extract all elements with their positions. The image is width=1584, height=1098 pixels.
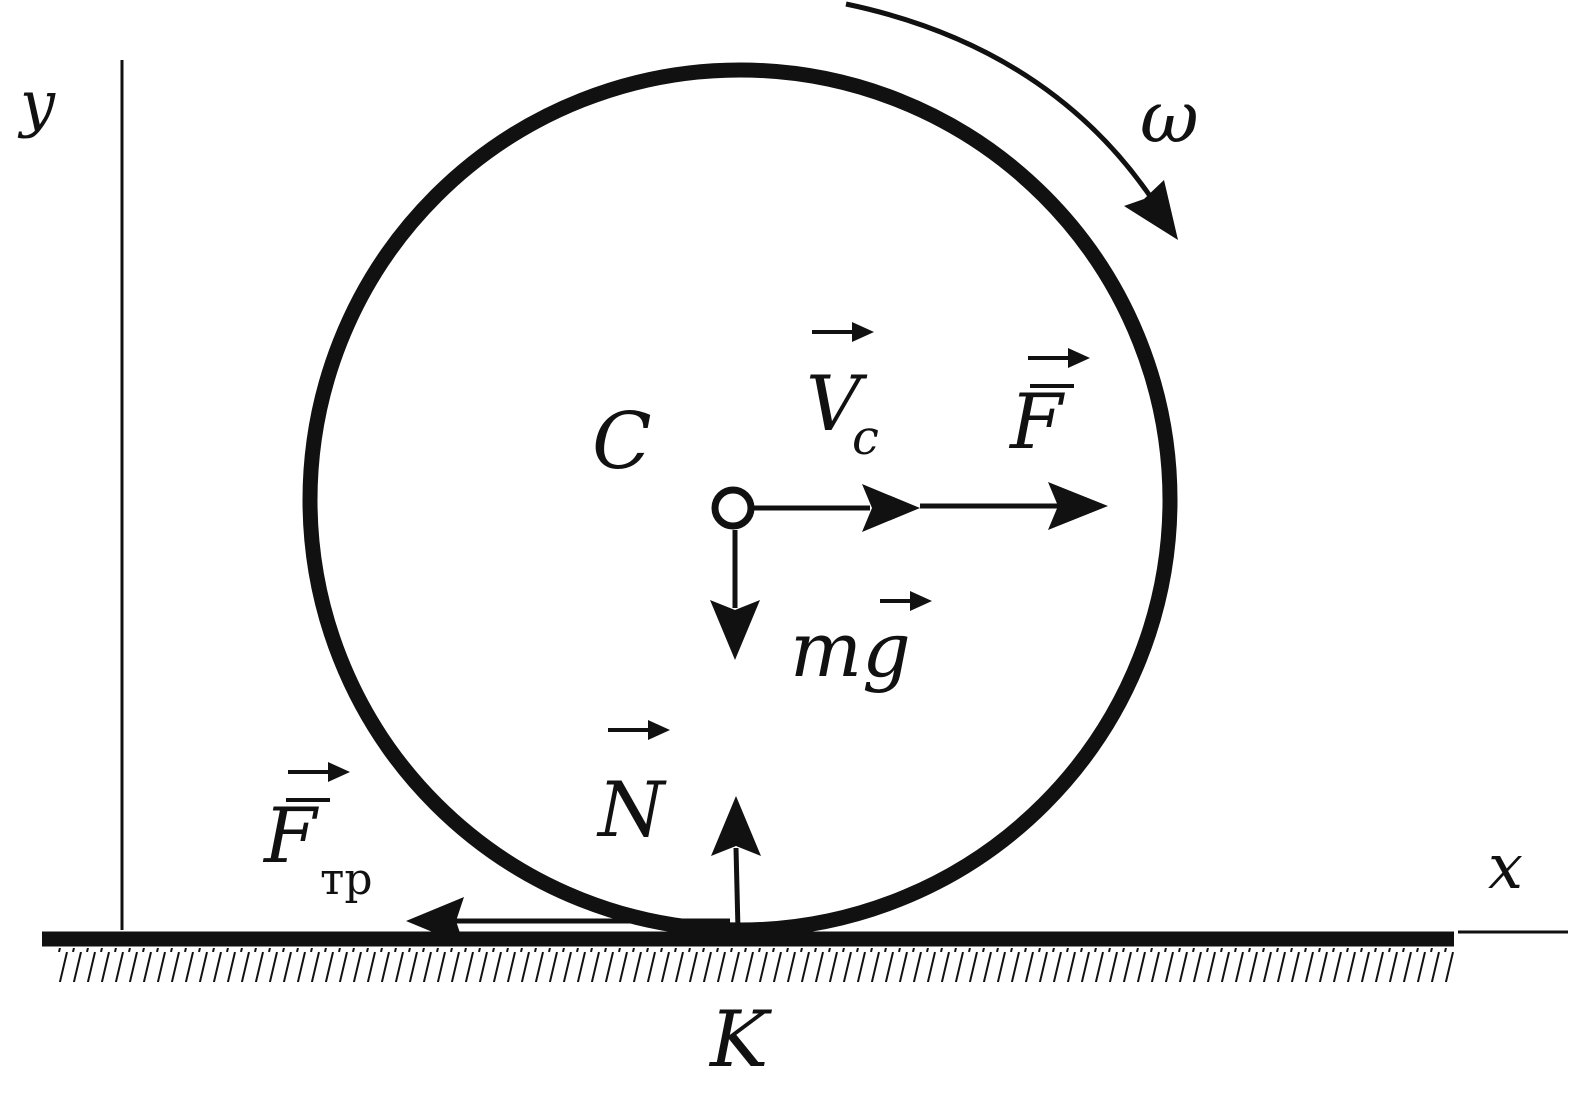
friction-vector-arrowhead [406, 897, 464, 945]
velocity-subscript: c [852, 410, 879, 466]
force-label: F [1008, 377, 1065, 466]
wheel-circle [302, 62, 1178, 938]
force-vector-mark-head [1068, 348, 1090, 368]
rotation-arrowhead [1124, 180, 1178, 240]
force-vector-arrowhead [1048, 482, 1108, 530]
y-axis-label: y [17, 67, 56, 140]
normal-label: N [596, 765, 667, 854]
velocity-vector-arrowhead [862, 484, 920, 532]
normal-vector-arrowhead [711, 796, 761, 856]
velocity-label: V [806, 359, 868, 448]
normal-vector-line [733, 847, 741, 931]
friction-label: F [262, 791, 319, 880]
velocity-vector-mark-head [852, 322, 874, 342]
omega-label: ω [1140, 75, 1199, 159]
friction-subscript: тр [320, 854, 373, 905]
x-axis-label: x [1488, 830, 1523, 903]
contact-point-label: K [708, 995, 773, 1085]
friction-vector-mark-head [328, 762, 350, 782]
gravity-vector-mark-head [910, 591, 932, 611]
ground-hatching [56, 948, 1454, 982]
gravity-vector-arrowhead [710, 600, 760, 660]
rotation-arc [845, 1, 1153, 198]
center-marker [711, 486, 755, 530]
gravity-label: mg [790, 605, 911, 694]
center-label: C [592, 397, 652, 487]
normal-vector-mark-head [648, 720, 670, 740]
